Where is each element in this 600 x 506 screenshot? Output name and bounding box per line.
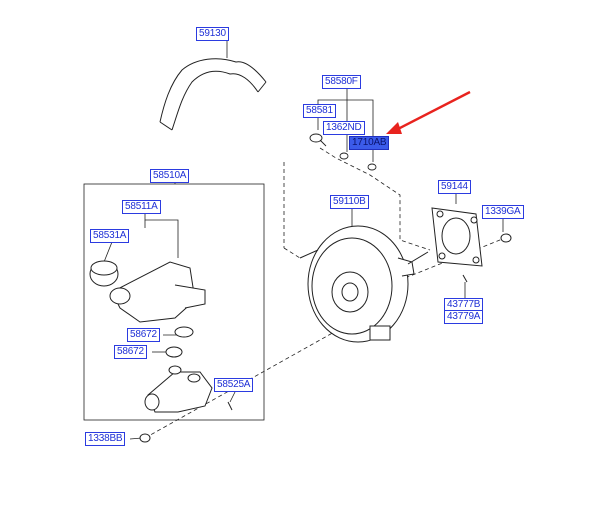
vacuum-hose [159,58,267,131]
label-59144[interactable]: 59144 [438,180,471,194]
label-58531a[interactable]: 58531A [90,229,130,243]
label-58580f[interactable]: 58580F [322,75,361,89]
label-1339ga[interactable]: 1339GA [482,205,524,219]
label-1710ab-highlighted[interactable]: 1710AB [349,136,390,150]
label-58510a[interactable]: 58510A [150,169,190,183]
master-cylinder [139,365,233,443]
label-58511a[interactable]: 58511A [122,200,161,214]
label-43779a[interactable]: 43779A [444,310,484,324]
gasket [431,207,512,283]
label-1338bb[interactable]: 1338BB [85,432,126,446]
label-58581[interactable]: 58581 [303,104,336,118]
label-59110b[interactable]: 59110B [330,195,369,209]
master-cylinder-box [83,183,265,421]
red-pointer-arrow [386,90,471,134]
label-58672-lower[interactable]: 58672 [114,345,147,359]
valve-fasteners [309,133,377,171]
label-58525a[interactable]: 58525A [214,378,254,392]
brake-booster [299,225,429,343]
label-58672-upper[interactable]: 58672 [127,328,160,342]
reservoir-parts [89,260,206,358]
label-59130[interactable]: 59130 [196,27,229,41]
label-1362nd[interactable]: 1362ND [323,121,365,135]
